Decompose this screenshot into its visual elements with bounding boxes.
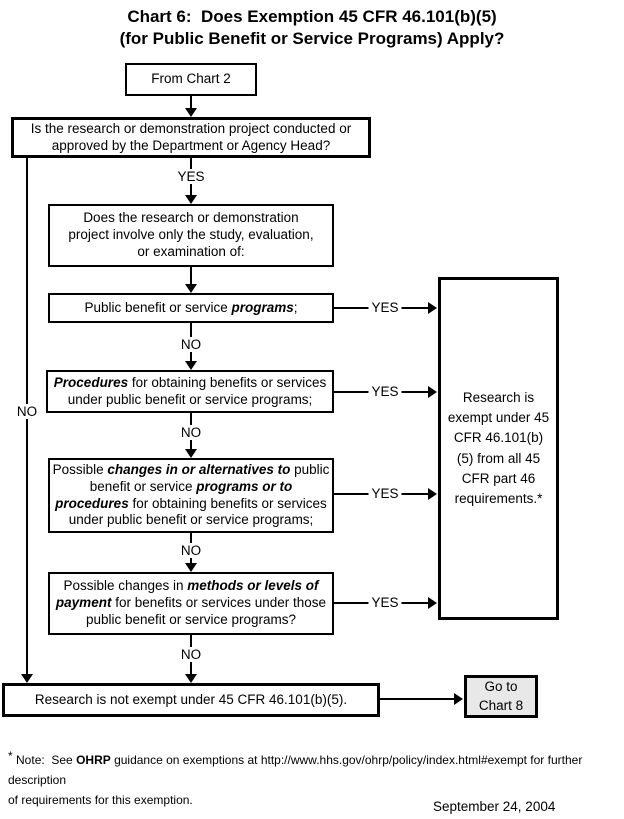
node-option-procedures: Procedures for obtaining benefits or ser… [46,370,334,413]
label-yes-programs: YES [368,300,402,315]
arrow-right-icon [428,302,437,314]
arrow-down-icon [185,108,197,117]
label-no-q1: NO [13,404,41,419]
date-text: September 24, 2004 [433,799,556,814]
arrow-right-icon [428,597,437,609]
label-yes-changes: YES [368,486,402,501]
node-option-changes: Possible changes in or alternatives to p… [48,458,334,533]
label-yes-procedures: YES [368,384,402,399]
node-from-chart2: From Chart 2 [125,63,257,96]
arrow-down-icon [185,195,197,204]
label-no-programs: NO [177,337,205,352]
arrow-right-icon [454,693,463,705]
arrow-down-icon [185,449,197,458]
label-no-procedures: NO [177,425,205,440]
node-research-not-exempt: Research is not exempt under 45 CFR 46.1… [2,683,380,717]
arrow-down-icon [185,674,197,683]
node-option-programs: Public benefit or service programs; [48,293,334,323]
arrow-right-icon [428,386,437,398]
option-programs-text: Public benefit or service programs; [84,299,298,315]
footnote-text: * Note: See OHRP guidance on exemptions … [8,749,586,807]
connector-fromchart2-to-q1 [190,96,192,109]
option-changes-text: Possible changes in or alternatives to p… [52,462,330,528]
arrow-down-icon [185,284,197,293]
label-yes-q1: YES [174,169,208,184]
page-title-line2: (for Public Benefit or Service Programs)… [119,29,505,48]
node-question-conducted-approved: Is the research or demonstration project… [11,117,371,158]
arrow-down-icon [21,674,33,683]
page-title-line1: Chart 6: Does Exemption 45 CFR 46.101(b)… [127,7,497,26]
label-no-changes: NO [177,543,205,558]
arrow-right-icon [428,488,437,500]
arrow-down-icon [185,361,197,370]
option-payment-text: Possible changes in methods or levels of… [55,578,327,627]
option-procedures-text: Procedures for obtaining benefits or ser… [53,374,327,407]
node-research-exempt: Research is exempt under 45 CFR 46.101(b… [438,277,559,620]
connector-q2-to-programs [190,267,192,285]
node-goto-chart8: Go to Chart 8 [464,675,538,718]
arrow-down-icon [185,563,197,572]
node-option-payment: Possible changes in methods or levels of… [48,572,334,635]
label-yes-payment: YES [368,595,402,610]
label-no-payment: NO [177,647,205,662]
node-question-involve-only: Does the research or demonstration proje… [48,204,334,267]
connector-notexempt-to-goto [380,698,454,700]
